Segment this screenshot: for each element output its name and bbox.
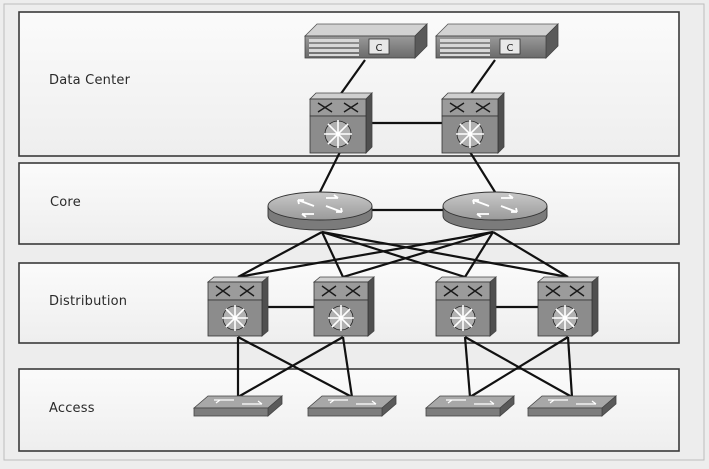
link-server1-dcswitch1 <box>339 59 366 96</box>
core-router-2 <box>442 191 548 231</box>
link-core1-dist3 <box>321 230 466 279</box>
link-dist2-access2 <box>341 336 354 398</box>
link-core2-dist4 <box>492 231 569 278</box>
server-1: C <box>304 23 428 59</box>
layer-label-data-center: Data Center <box>49 73 131 88</box>
outer-frame <box>3 3 705 461</box>
dist-switch-4 <box>536 276 600 337</box>
link-dist4-access4 <box>566 336 574 398</box>
server-2: C <box>435 23 559 59</box>
layer-label-distribution: Distribution <box>49 294 128 309</box>
link-core2-dist1 <box>237 230 494 279</box>
link-core1-dist4 <box>321 230 569 279</box>
server-1-logo-icon: C <box>376 43 383 54</box>
link-dist2-access1 <box>237 336 344 398</box>
link-dcswitch2-core2 <box>469 151 496 193</box>
core-router-1 <box>267 191 373 231</box>
link-dist4-access3 <box>469 336 569 398</box>
dist-switch-1 <box>206 276 270 337</box>
dist-switch-3 <box>434 276 498 337</box>
link-server2-dcswitch2 <box>469 59 496 96</box>
link-dist1-access2 <box>237 336 353 398</box>
layer-label-access: Access <box>49 401 95 416</box>
access-switch-3 <box>424 395 516 417</box>
access-switch-2 <box>306 395 398 417</box>
link-dist3-access3 <box>463 336 472 398</box>
dc-switch-2 <box>441 92 505 154</box>
link-core1-dist2 <box>321 231 344 278</box>
link-core2-dist2 <box>342 230 494 279</box>
links <box>236 59 574 398</box>
dist-switch-2 <box>312 276 376 337</box>
layer-label-core: Core <box>50 195 81 210</box>
link-dcswitch1-core1 <box>319 151 341 193</box>
link-core2-dist3 <box>464 231 494 278</box>
access-switch-4 <box>526 395 618 417</box>
dc-switch-1 <box>309 92 373 154</box>
server-2-logo-icon: C <box>507 43 514 54</box>
access-switch-1 <box>192 395 284 417</box>
link-core1-dist1 <box>237 231 323 278</box>
